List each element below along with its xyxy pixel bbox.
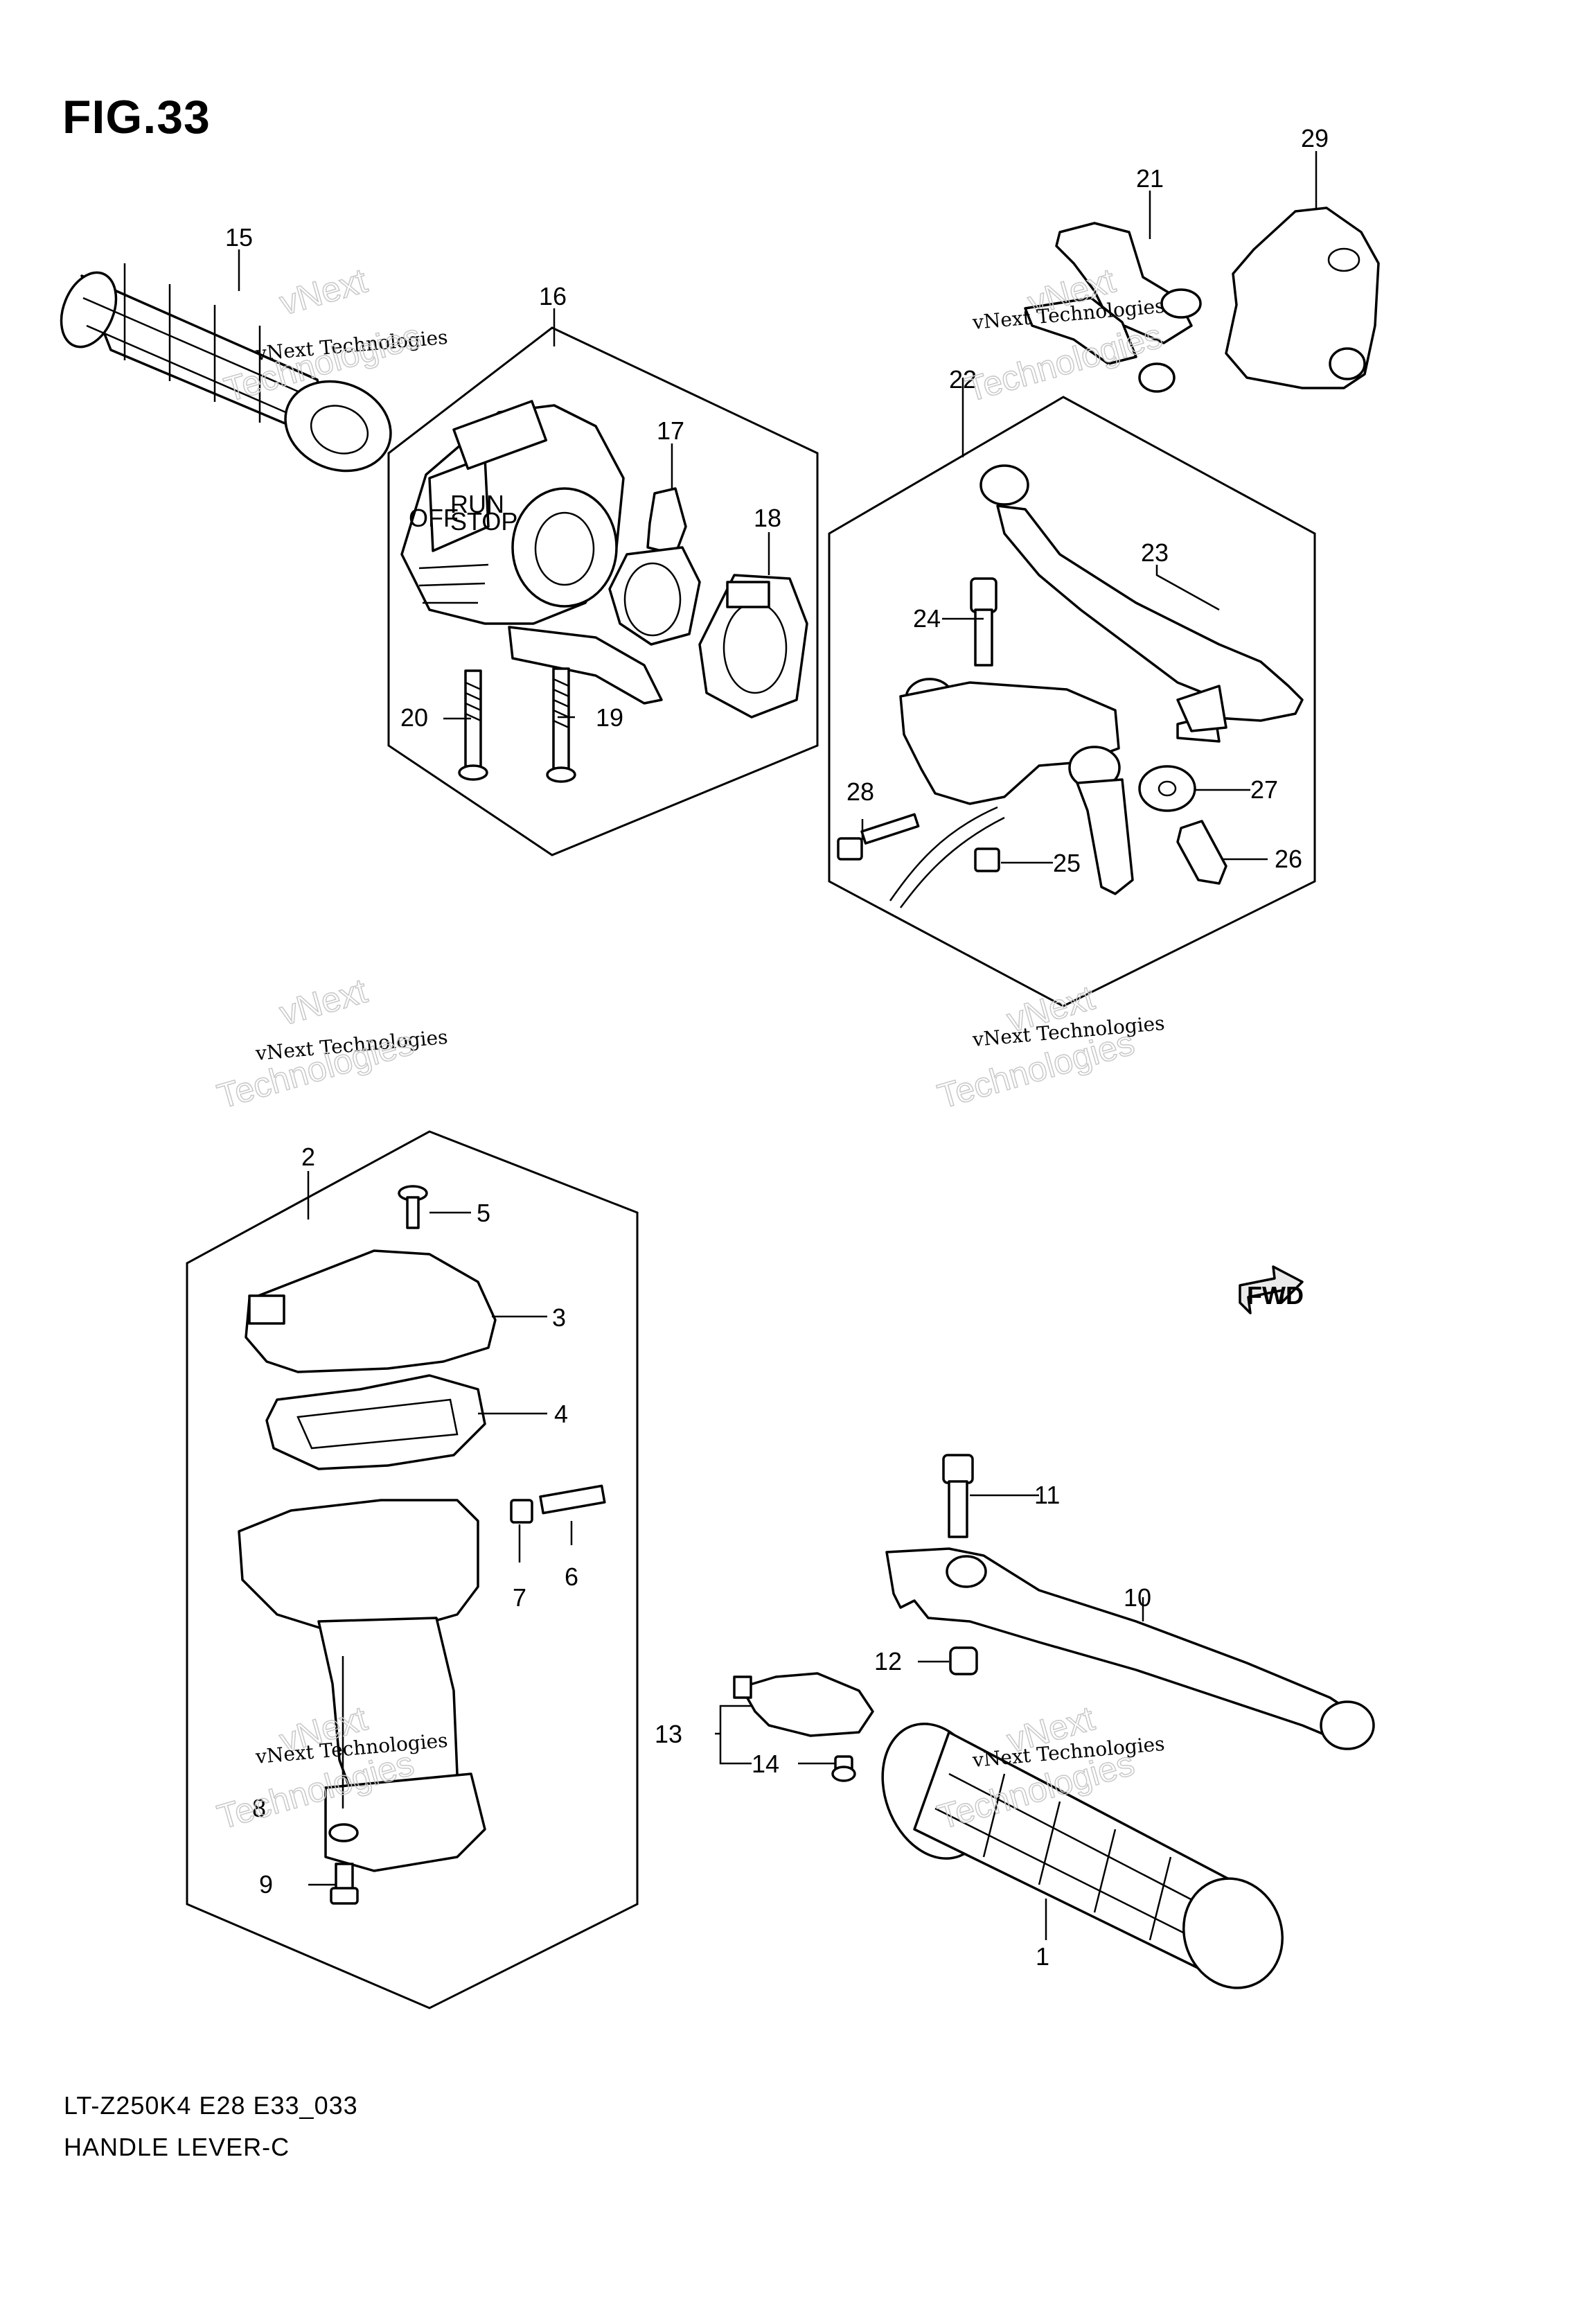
callout-13: 13	[655, 1720, 682, 1748]
bolt-6	[539, 1484, 606, 1515]
gasket-4	[265, 1374, 486, 1470]
callout-16: 16	[539, 282, 567, 310]
callout-8: 8	[252, 1794, 266, 1822]
svg-text:vNext: vNext	[276, 971, 371, 1032]
screw-14	[831, 1755, 856, 1782]
nut-12	[949, 1646, 978, 1675]
screw-20	[458, 669, 488, 781]
bolt-24	[970, 577, 998, 667]
model-code: LT-Z250K4 E28 E33_033	[64, 2091, 358, 2120]
callout-22: 22	[949, 365, 977, 394]
group-frame-16	[387, 326, 819, 856]
fwd-label: FWD	[1247, 1281, 1304, 1310]
brake-lever-10	[885, 1547, 1375, 1750]
watermark-4: vNext vNext Technologies Technologies	[933, 978, 1166, 1117]
front-brake-lever	[979, 464, 1304, 743]
throttle-lever	[608, 487, 701, 646]
callout-10: 10	[1124, 1583, 1151, 1612]
callout-2: 2	[301, 1143, 315, 1171]
callout-4: 4	[554, 1400, 568, 1428]
callout-3: 3	[552, 1303, 566, 1332]
bolt-11	[942, 1454, 974, 1538]
callout-12: 12	[874, 1647, 902, 1675]
washer-27	[1138, 765, 1196, 812]
bolt-26	[1176, 820, 1227, 885]
callout-14: 14	[752, 1750, 779, 1778]
leader-lines	[238, 151, 1318, 1940]
parking-lever-bracket	[1024, 222, 1202, 393]
callout-25: 25	[1053, 849, 1081, 877]
switch-label-stop: STOP	[450, 507, 517, 536]
callout-7: 7	[513, 1583, 526, 1612]
callout-23: 23	[1141, 538, 1169, 567]
svg-text:vNext: vNext	[276, 261, 371, 322]
nut-7	[510, 1499, 533, 1524]
lever-body	[238, 1499, 486, 1872]
callout-numbers: 1 2 3 4 5 6 7 8 9 10 11 12 13 14 15 16 1…	[225, 124, 1329, 1971]
callout-6: 6	[565, 1563, 578, 1591]
cover-3	[245, 1249, 497, 1373]
clamp-ring	[698, 574, 808, 719]
master-cylinder	[889, 678, 1134, 908]
callout-17: 17	[657, 416, 684, 445]
callout-27: 27	[1250, 775, 1278, 804]
brake-switch-13	[733, 1672, 874, 1737]
callout-15: 15	[225, 223, 253, 252]
callout-24: 24	[913, 604, 941, 633]
group-frame-22	[828, 396, 1316, 1007]
watermark-3: vNext vNext Technologies Technologies	[213, 971, 449, 1117]
screw-19	[546, 667, 576, 783]
grip-right	[881, 1723, 1284, 1989]
switch-label-off: OFF	[409, 504, 459, 532]
callout-28: 28	[846, 777, 874, 806]
grip-left	[60, 263, 392, 473]
callout-18: 18	[754, 504, 781, 532]
lever-cover	[1225, 206, 1380, 389]
screw-5	[398, 1185, 428, 1229]
nut-25	[974, 847, 1000, 872]
switch-housing: RUN STOP OFF	[400, 400, 663, 705]
fwd-arrow: FWD	[1239, 1265, 1304, 1314]
callout-21: 21	[1136, 164, 1164, 193]
callout-19: 19	[596, 703, 623, 732]
callout-11: 11	[1034, 1481, 1060, 1509]
callout-26: 26	[1275, 845, 1302, 873]
bolt-28	[837, 813, 920, 861]
callout-20: 20	[400, 703, 428, 732]
callout-29: 29	[1301, 124, 1329, 152]
callout-9: 9	[259, 1870, 273, 1899]
group-frame-2	[186, 1130, 639, 2009]
callout-5: 5	[477, 1199, 490, 1227]
figure-title: FIG.33	[62, 91, 211, 143]
callout-1: 1	[1036, 1942, 1049, 1971]
washer-8	[328, 1823, 359, 1842]
nut-9	[330, 1863, 359, 1905]
figure-name: HANDLE LEVER-C	[64, 2133, 290, 2161]
switch-label-run: RUN	[450, 490, 504, 518]
